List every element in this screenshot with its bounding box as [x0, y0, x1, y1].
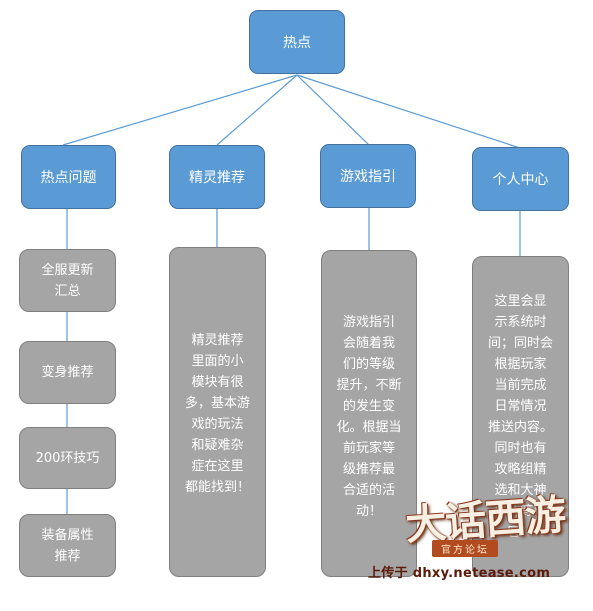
personal-center-description: 这里会显 示系统时 间；同时会 根据玩家 当前完成 日常情况 推送内容。 同时也…: [487, 294, 553, 540]
branch-label: 热点问题: [40, 170, 97, 186]
game-guide-description-box: [321, 250, 417, 577]
hot-issue-item-label: 装备属性 推荐: [41, 527, 94, 564]
hot-issue-item: 变身推荐: [19, 341, 116, 404]
hot-issue-item-label: 200环技巧: [35, 450, 100, 466]
hot-issue-item-label: 全服更新 汇总: [41, 262, 94, 299]
game-guide-description: 游戏指引 会随着我 们的等级 提升，不断 的发生变 化。根据当 前玩家等 级推荐…: [336, 315, 402, 519]
hot-issue-item: 200环技巧: [19, 427, 116, 489]
branch-hot-issues: 热点问题: [21, 145, 116, 209]
branch-game-guide: 游戏指引: [320, 144, 416, 208]
watermark-subtitle: 官方论坛: [432, 540, 498, 557]
sprite-recommend-description: 精灵推荐 里面的小 模块有很 多，基本游 戏的玩法 和疑难杂 症在这里 都能找到…: [184, 333, 250, 495]
branch-label: 精灵推荐: [189, 170, 245, 186]
hot-issue-item: 全服更新 汇总: [19, 249, 116, 312]
sprite-recommend-description-box: [169, 247, 266, 577]
personal-center-description-box: [472, 256, 569, 577]
root-node: 热点: [249, 10, 345, 74]
branch-personal-center: 个人中心: [472, 147, 569, 211]
hot-issue-item-label: 变身推荐: [41, 365, 94, 380]
root-node-label: 热点: [283, 35, 311, 51]
watermark-upload-url: 上传于 dhxy.netease.com: [368, 566, 551, 581]
branch-sprite-recommend: 精灵推荐: [169, 145, 265, 209]
branch-label: 游戏指引: [340, 169, 396, 185]
branch-label: 个人中心: [492, 172, 549, 188]
hot-issue-item: 装备属性 推荐: [19, 514, 116, 577]
